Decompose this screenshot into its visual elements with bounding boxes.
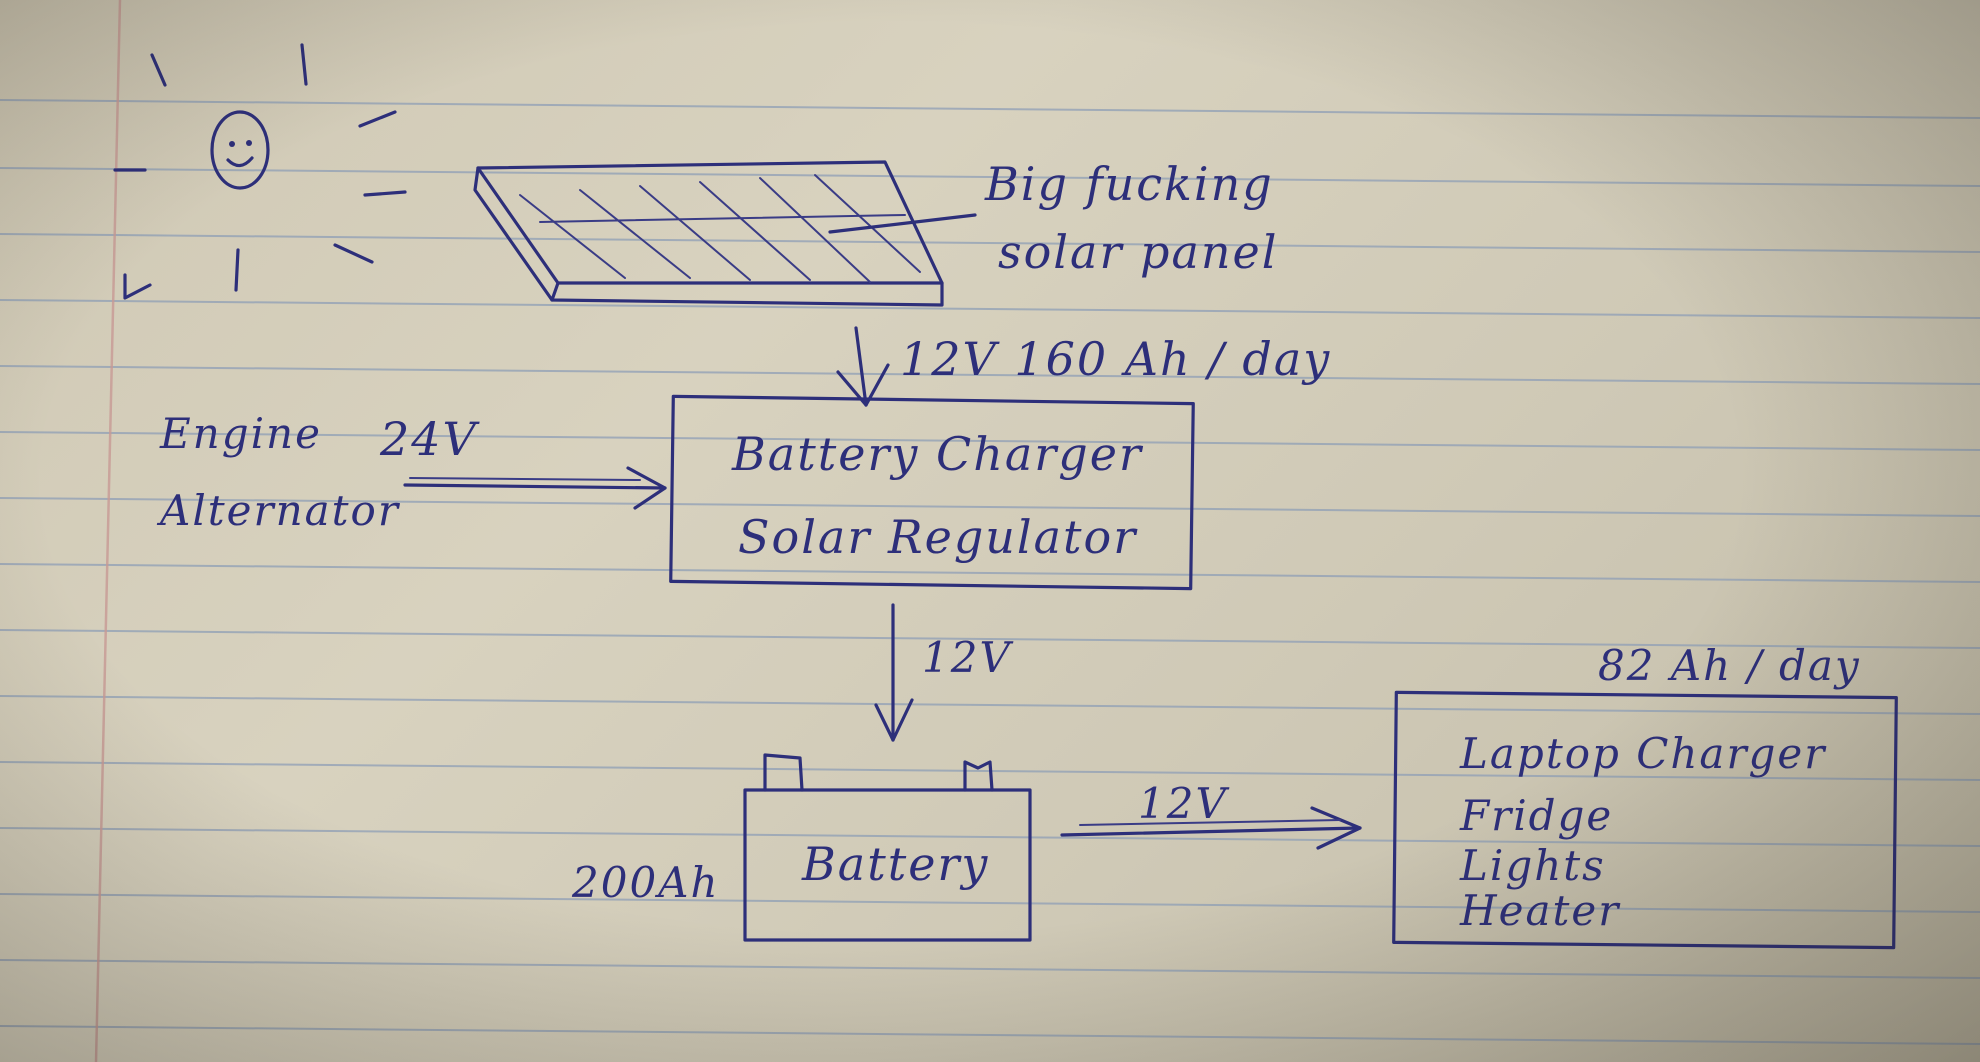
load-item: Fridge [1459,791,1613,840]
battery-capacity: 200Ah [571,858,720,907]
ruled-lines [0,99,1980,1045]
battery-icon [743,753,1032,942]
alternator-label-line1: Engine [159,409,322,458]
margin-line [94,0,122,1062]
solar-panel-icon [473,160,977,307]
panel-output-label: 12V 160 Ah / day [900,332,1331,386]
load-item: Lights [1459,841,1606,890]
panel-label-line2: solar panel [998,225,1278,279]
panel-to-charger-arrow [836,326,890,407]
loads-box [1392,690,1898,950]
charger-label-line2: Solar Regulator [738,510,1138,564]
charger-to-battery-arrow [874,603,914,742]
loads-consumption: 82 Ah / day [1598,641,1861,690]
alternator-label-line2: Alternator [156,486,401,535]
load-item: Heater [1459,886,1621,935]
alternator-voltage-label: 24V [379,412,481,466]
alternator-to-charger-arrow [403,466,667,510]
charger-label-line1: Battery Charger [731,427,1144,481]
battery-to-loads-voltage: 12V [1138,779,1229,828]
panel-label-line1: Big fucking [984,157,1274,211]
sun-icon [113,43,407,300]
charger-box [669,394,1195,591]
battery-to-loads-arrow [1060,806,1362,850]
load-item: Laptop Charger [1459,729,1827,778]
charger-to-battery-voltage: 12V [922,633,1013,682]
battery-label: Battery [801,837,989,891]
